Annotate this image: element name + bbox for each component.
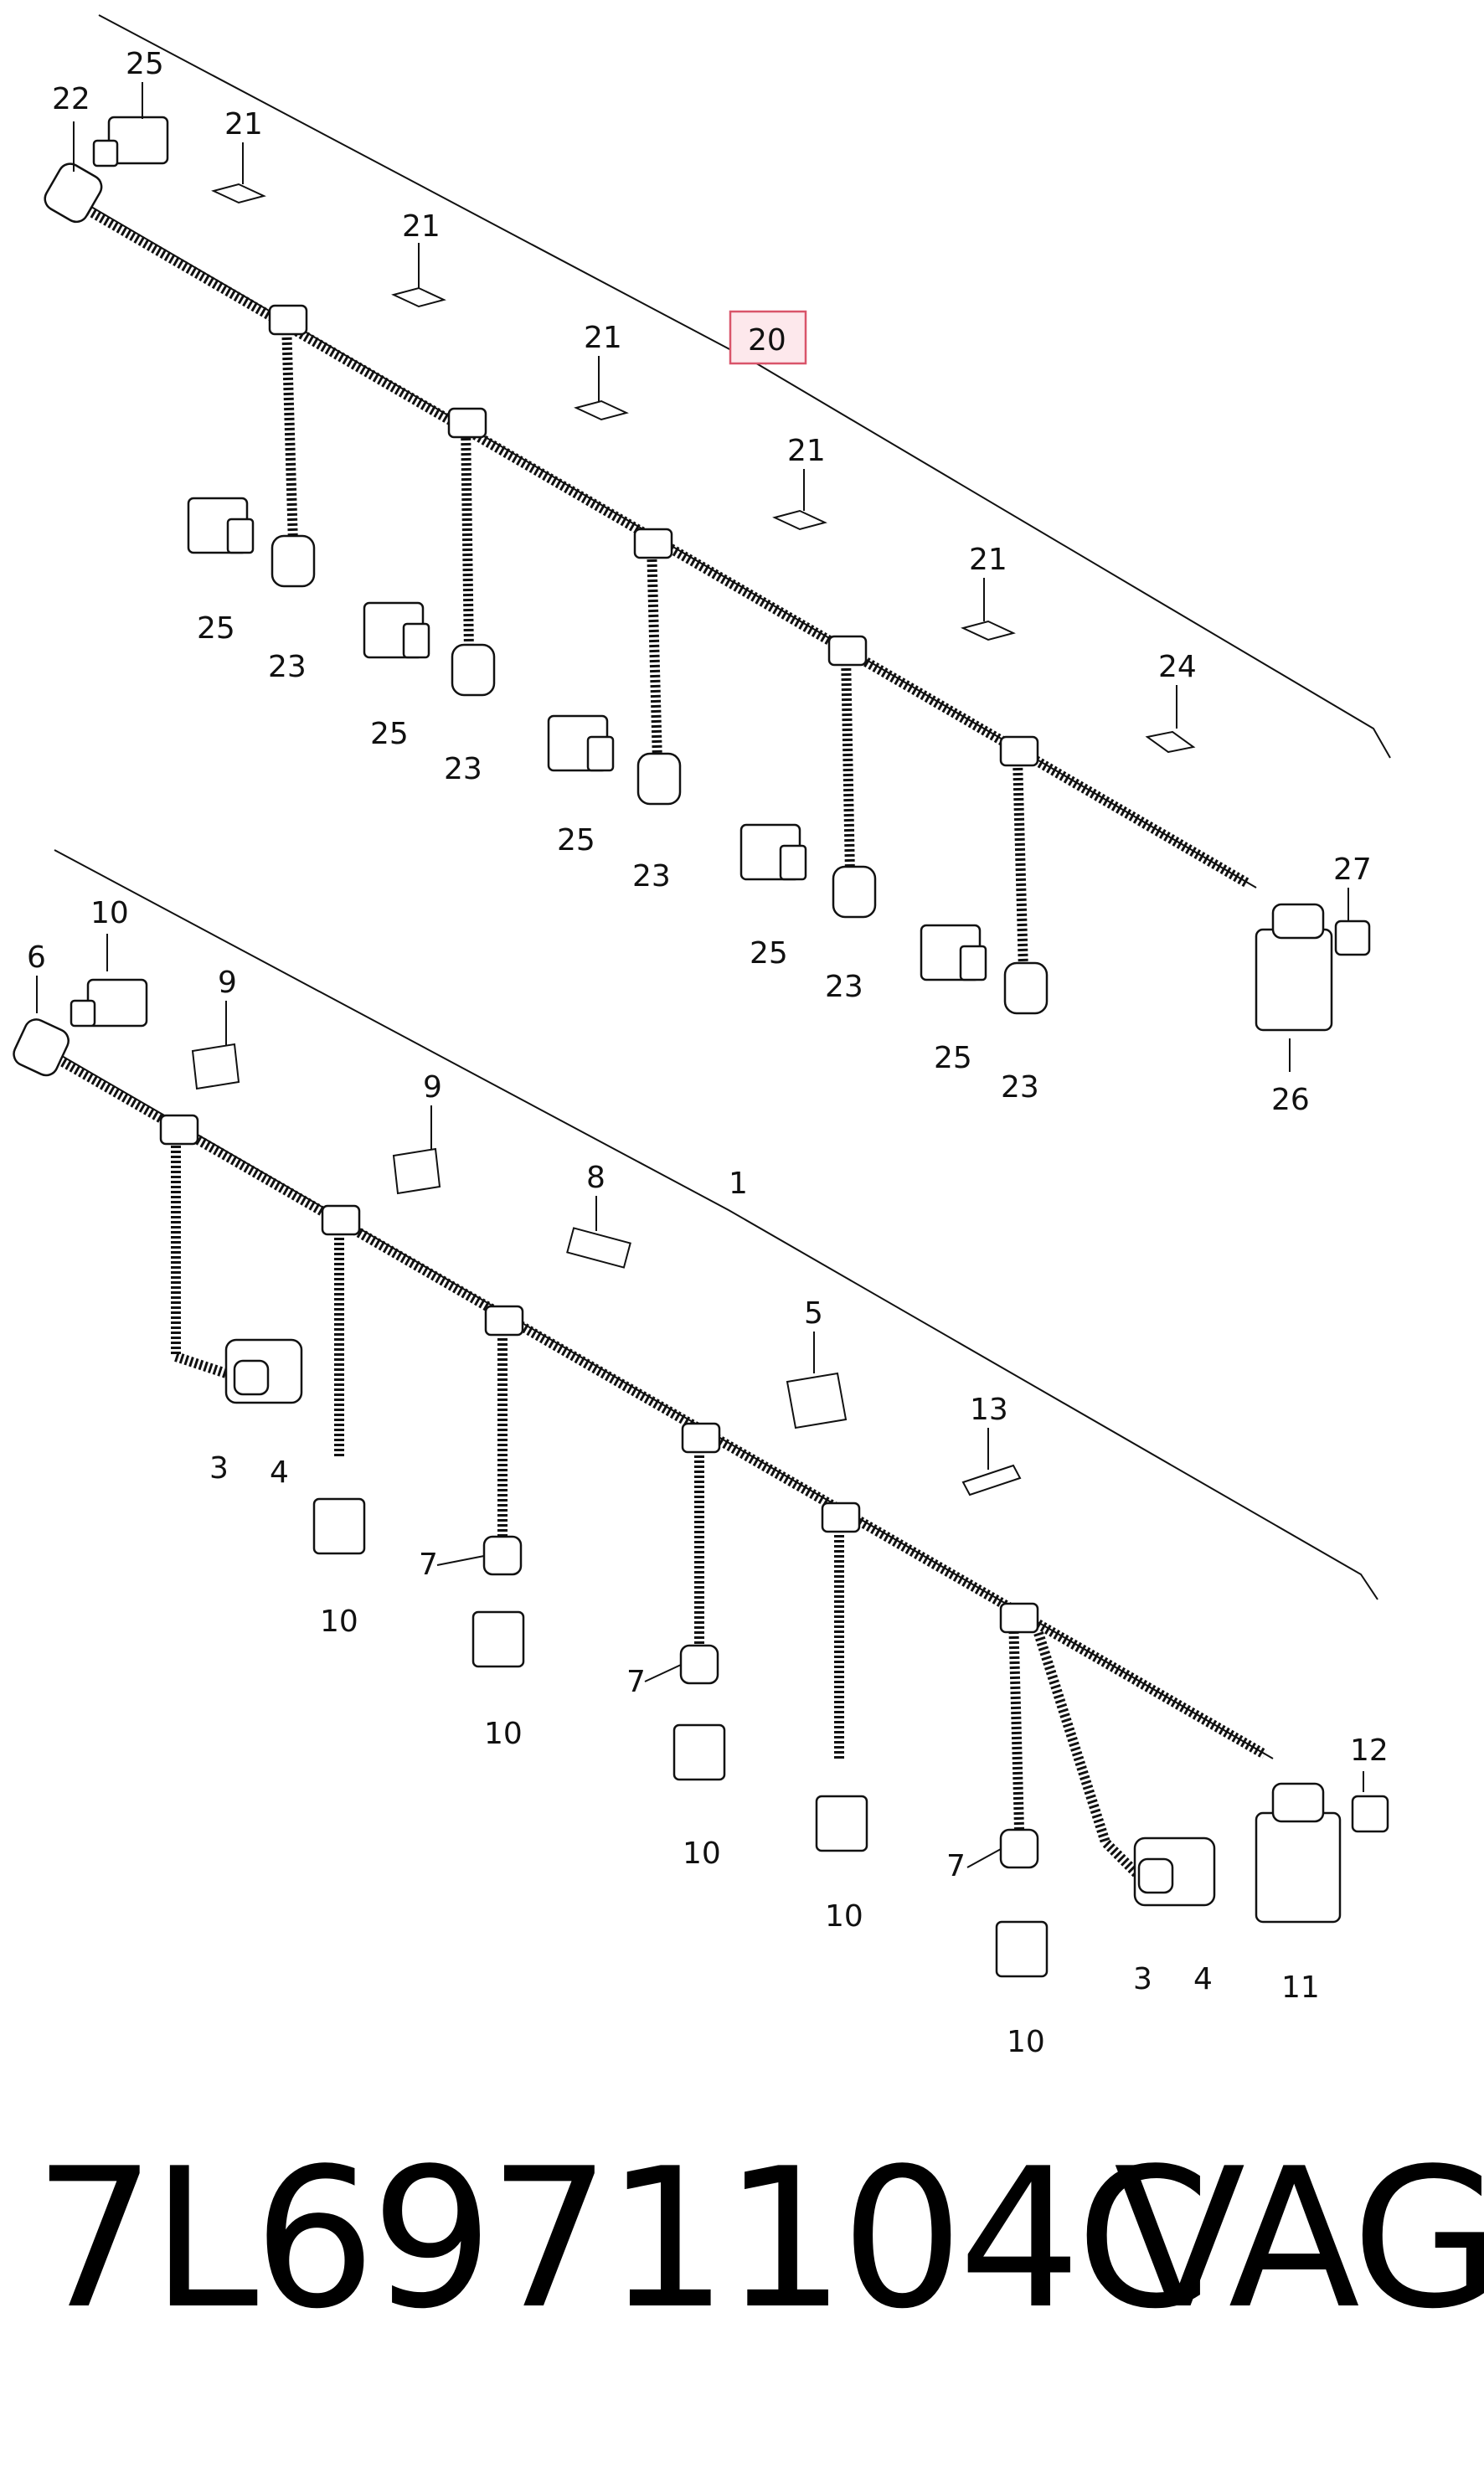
callout-9: 9 [423, 1070, 442, 1105]
sensor-set-1 [187, 497, 316, 588]
callout-10: 10 [90, 896, 129, 930]
part-number: 7L6971104C [33, 2128, 1210, 2351]
callout-12: 12 [1350, 1733, 1389, 1768]
sensor-set-3 [547, 714, 682, 806]
lower-callouts: 10 6 9 9 8 1 5 13 3 4 10 7 10 7 10 10 7 … [27, 896, 1389, 2059]
sensor-set-4 [739, 823, 877, 919]
connector-26 [1255, 903, 1333, 1032]
clip-21-set [211, 183, 1016, 641]
upper-frame-line [98, 14, 1391, 759]
lower-junction-3 [484, 1305, 524, 1337]
upper-branch-1 [281, 322, 298, 545]
callout-8: 8 [586, 1161, 605, 1195]
connector-10-top [70, 978, 148, 1028]
callout-26: 26 [1271, 1083, 1310, 1117]
clips-9 [191, 1043, 441, 1195]
lower-junction-5 [821, 1502, 861, 1533]
lower-trunk-outline [45, 1046, 1274, 1759]
upper-branch-3 [647, 543, 662, 763]
callout-20: 20 [748, 323, 786, 358]
callout-3: 3 [209, 1451, 229, 1486]
callout-25: 25 [197, 611, 235, 646]
callout-4: 4 [270, 1455, 289, 1490]
callout-23: 23 [632, 859, 671, 894]
callout-21: 21 [787, 434, 826, 468]
callout-6: 6 [27, 940, 46, 975]
callout-23: 23 [268, 650, 307, 684]
lower-harness [13, 849, 1389, 1978]
upper-junction-3 [633, 528, 673, 559]
upper-branch-2 [461, 422, 474, 654]
callout-25: 25 [750, 936, 788, 971]
brand-name: VAG [1114, 2128, 1484, 2351]
callout-7: 7 [626, 1665, 646, 1699]
callout-21: 21 [584, 321, 622, 355]
callout-27: 27 [1333, 853, 1372, 887]
upper-branch-5 [1013, 757, 1028, 972]
item-20-highlight [729, 310, 807, 365]
callout-21: 21 [969, 543, 1007, 577]
callout-11: 11 [1281, 1970, 1320, 2005]
lower-junction-6 [999, 1602, 1039, 1634]
plugs-10 [312, 1497, 1049, 1978]
grommets-7 [482, 1535, 1039, 1869]
lower-trunk-conduit [56, 1054, 1267, 1759]
callout-21: 21 [402, 209, 441, 244]
callout-10: 10 [1007, 2025, 1045, 2059]
callout-10: 10 [484, 1717, 523, 1751]
bracket-3-4-left [224, 1338, 303, 1404]
clip-24 [1145, 730, 1196, 754]
upper-junction-5 [999, 735, 1039, 767]
upper-junction-4 [827, 635, 868, 667]
cover-27 [1334, 919, 1371, 956]
lower-branch-7 [1033, 1631, 1143, 1880]
callout-21: 21 [224, 107, 263, 142]
callout-10: 10 [320, 1605, 358, 1639]
clip-5 [786, 1372, 848, 1429]
lower-junction-1 [159, 1114, 199, 1146]
callout-7: 7 [946, 1849, 966, 1883]
upper-junction-2 [447, 407, 487, 439]
sensor-13 [961, 1464, 1022, 1496]
callout-13: 13 [970, 1393, 1008, 1427]
cover-12 [1351, 1795, 1389, 1833]
connector-22 [44, 162, 103, 224]
sensor-set-2 [363, 601, 496, 697]
callout-7: 7 [419, 1548, 438, 1582]
callout-23: 23 [444, 752, 482, 786]
callout-10: 10 [825, 1899, 863, 1934]
callout-25: 25 [934, 1041, 972, 1075]
lower-frame-line [54, 849, 1378, 1600]
upper-junction-1 [268, 304, 308, 336]
callout-9: 9 [218, 966, 237, 1000]
callout-4: 4 [1193, 1962, 1213, 1996]
bracket-3-4-right [1133, 1836, 1216, 1907]
callout-22: 22 [52, 82, 90, 116]
lower-junction-2 [321, 1204, 361, 1236]
connector-6 [13, 1018, 70, 1077]
connector-11 [1255, 1782, 1342, 1924]
callout-1: 1 [729, 1167, 748, 1201]
callout-23: 23 [825, 970, 863, 1004]
callout-25: 25 [126, 47, 164, 81]
callout-3: 3 [1133, 1962, 1152, 1996]
sensor-set-5 [920, 924, 1049, 1015]
callout-10: 10 [683, 1836, 721, 1871]
callout-5: 5 [804, 1296, 823, 1331]
lower-branch-6 [1008, 1615, 1025, 1860]
callout-23: 23 [1001, 1070, 1039, 1105]
lower-junction-4 [681, 1422, 721, 1454]
callout-25: 25 [370, 717, 409, 751]
label-8 [566, 1227, 631, 1269]
upper-branch-4 [841, 652, 855, 876]
callout-25: 25 [557, 823, 595, 858]
upper-harness [44, 14, 1391, 1072]
callout-24: 24 [1158, 650, 1197, 684]
upper-callouts: 22 25 21 21 21 20 21 21 24 27 26 25 23 2… [52, 47, 1372, 1117]
connector-25-top [92, 116, 169, 167]
lower-branch-1 [171, 1131, 253, 1387]
